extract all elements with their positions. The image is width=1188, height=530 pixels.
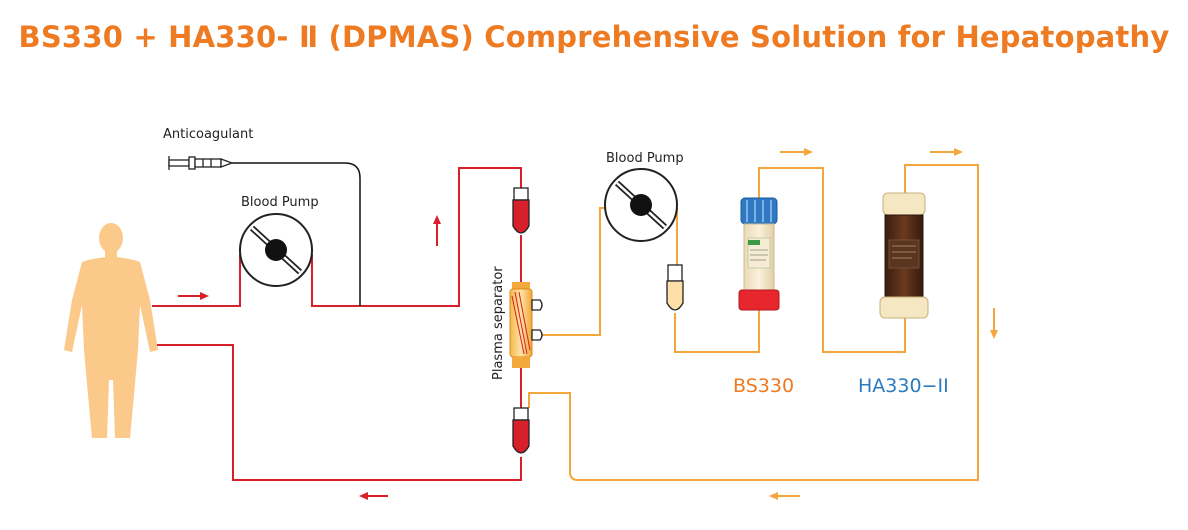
- drip-chamber-icon: [512, 407, 530, 454]
- blood-pump-1-label: Blood Pump: [241, 195, 319, 210]
- bs330-label: BS330: [733, 375, 794, 397]
- blood-line: [152, 167, 522, 481]
- human-figure-icon: [64, 223, 158, 438]
- ha330-label: HA330−II: [858, 375, 949, 397]
- arrow-icon: [780, 148, 813, 156]
- arrow-icon: [433, 215, 441, 246]
- ha330-column-icon: [879, 192, 929, 319]
- plasma-separator-icon: [509, 282, 543, 368]
- arrow-icon: [178, 292, 209, 300]
- blood-pump-2-label: Blood Pump: [606, 151, 684, 166]
- blood-pump-icon: [604, 168, 678, 242]
- arrow-icon: [930, 148, 963, 156]
- arrow-icon: [359, 492, 388, 500]
- syringe-icon: [168, 156, 234, 170]
- arrow-icon: [990, 308, 998, 339]
- anticoagulant-label: Anticoagulant: [163, 127, 253, 142]
- page-title: BS330 + HA330- Ⅱ (DPMAS) Comprehensive S…: [18, 20, 1170, 54]
- plasma-line: [528, 164, 979, 481]
- bs330-column-icon: [738, 197, 780, 311]
- drip-chamber-icon: [512, 187, 530, 234]
- plasma-separator-label: Plasma separator: [491, 266, 506, 380]
- arrow-icon: [769, 492, 800, 500]
- drip-chamber-icon: [666, 264, 684, 311]
- anticoagulant-line: [232, 162, 361, 306]
- blood-pump-icon: [239, 213, 313, 287]
